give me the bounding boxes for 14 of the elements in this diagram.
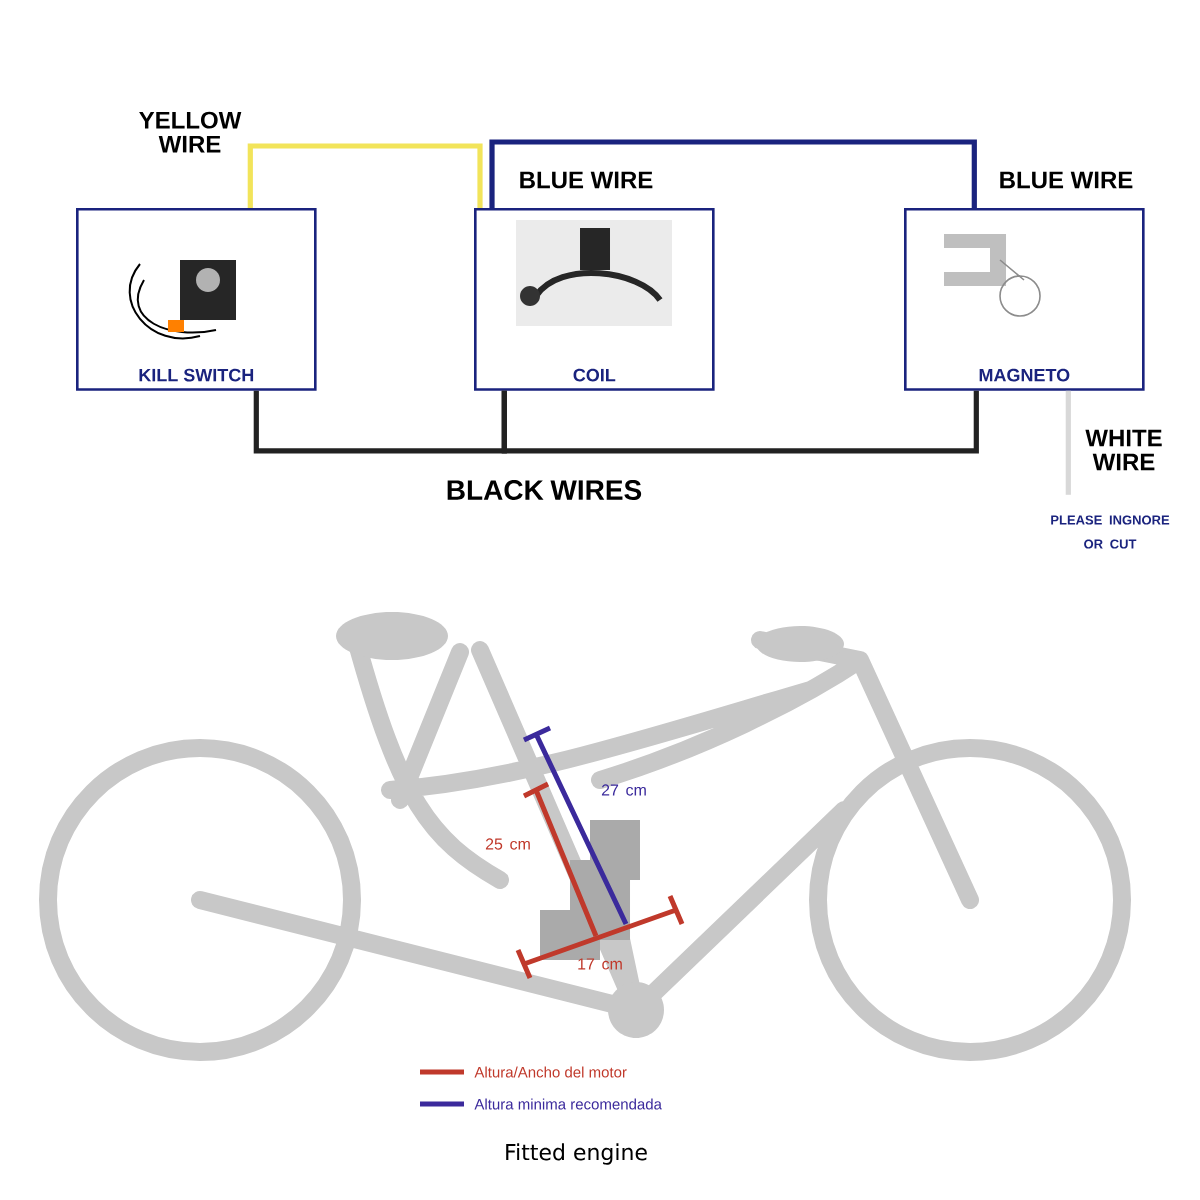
wire [1065, 390, 1071, 495]
wire-label: WHITE WIRE [1085, 429, 1162, 471]
caption: Fitted engine [506, 1143, 647, 1165]
dimension-label: 17 cm [578, 958, 622, 970]
dimension-label: 25 cm [485, 838, 530, 850]
wire [253, 390, 507, 454]
component-box: KILL SWITCH [76, 208, 317, 391]
wire [501, 390, 979, 454]
wire [247, 143, 483, 208]
wire [489, 139, 977, 208]
wire-label: BLACK WIRES [447, 480, 642, 500]
wire-label: YELLOW WIRE [139, 111, 242, 153]
component-box: MAGNETO [904, 208, 1145, 391]
dimension-label: 27 cm [601, 784, 646, 796]
